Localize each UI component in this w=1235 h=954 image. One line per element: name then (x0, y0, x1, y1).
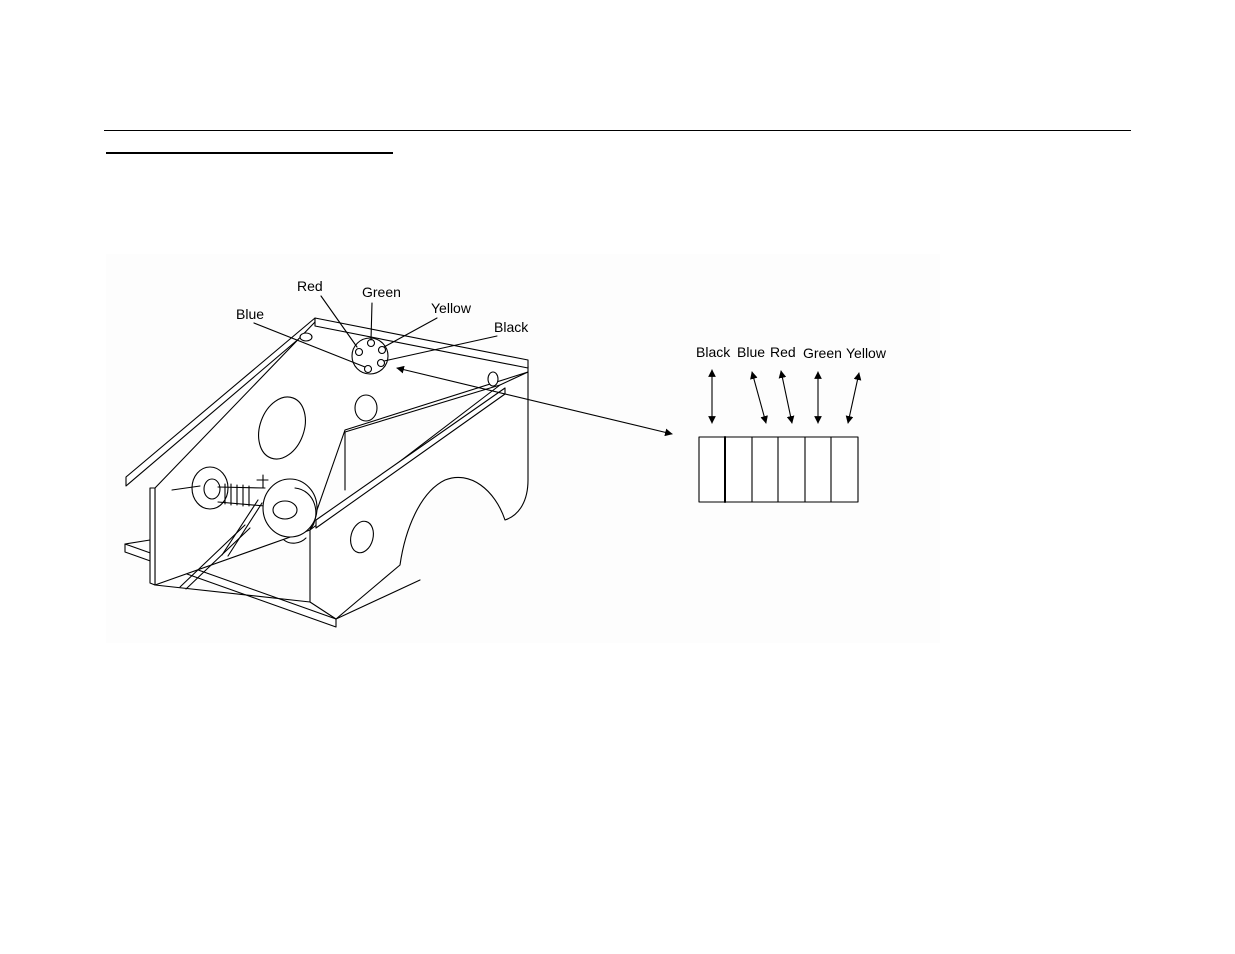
callout-black: Black (494, 319, 529, 335)
pin-blue (365, 366, 372, 373)
pin-black (378, 360, 385, 367)
pin-yellow (379, 347, 386, 354)
connector-label-yellow: Yellow (846, 345, 887, 361)
mount-hole-left (300, 333, 312, 341)
callout-green: Green (362, 284, 401, 300)
callout-yellow: Yellow (431, 300, 472, 316)
connector-label-red: Red (770, 344, 796, 360)
connector-label-black: Black (696, 344, 731, 360)
callout-blue: Blue (236, 306, 264, 322)
bracket-connector (352, 338, 388, 374)
mount-hole-right (488, 372, 498, 386)
grommet (355, 395, 377, 421)
connector-label-blue: Blue (737, 344, 765, 360)
connector-label-green: Green (803, 345, 842, 361)
connector-arrows (712, 370, 859, 423)
connector-block (699, 437, 858, 502)
left-side-wall (150, 488, 155, 585)
pin-red (356, 349, 363, 356)
bracket-housing (125, 318, 528, 627)
callout-red: Red (297, 278, 323, 294)
